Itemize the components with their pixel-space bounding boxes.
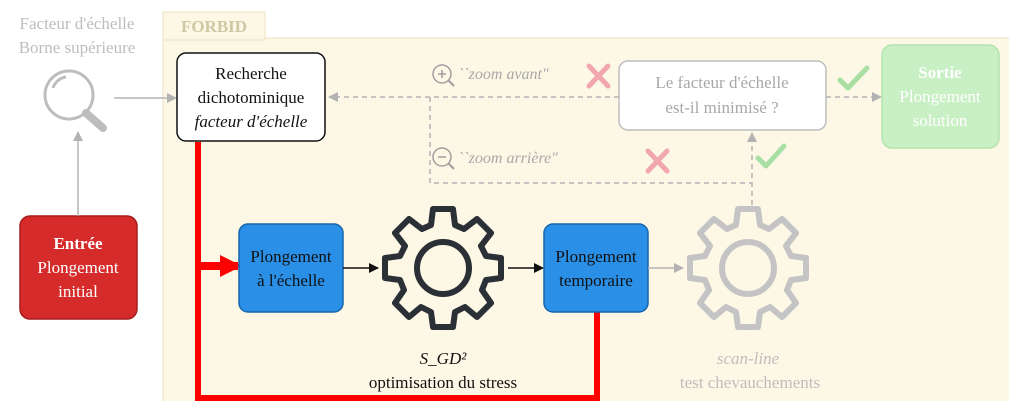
cross-icon-zoom-out [645, 148, 670, 174]
scaled-embedding-line2: à l'échelle [257, 271, 325, 290]
dashed-zoom-out-loop [429, 97, 752, 184]
upper-bound-label-line1: Facteur d'échelle [20, 14, 135, 33]
temporary-embedding-line1: Plongement [555, 247, 636, 266]
magnifier-icon [43, 69, 107, 132]
scanline-caption-line1: scan-line [717, 349, 780, 368]
search-line1: Recherche [215, 64, 287, 83]
gear-icon-stress [382, 206, 504, 330]
zoom-out-icon [432, 147, 455, 170]
zoom-in-label: ``zoom avant" [458, 66, 549, 83]
output-line2: solution [913, 111, 968, 130]
question-line2: est-il minimisé ? [665, 98, 778, 117]
scaled-embedding-box [238, 223, 344, 313]
temporary-embedding-line2: temporaire [559, 271, 633, 290]
output-title: Sortie [918, 63, 962, 82]
output-line1: Plongement [899, 87, 980, 106]
gear-icon-scanline [687, 206, 809, 330]
search-line3: facteur d'échelle [195, 112, 308, 131]
output-box [881, 44, 1000, 149]
upper-bound-label-line2: Borne supérieure [19, 38, 136, 57]
input-title: Entrée [53, 234, 103, 253]
dichotomic-search-box [176, 52, 326, 142]
search-line2: dichotominique [198, 88, 305, 107]
input-line2: initial [58, 282, 98, 301]
question-line1: Le facteur d'échelle [655, 73, 788, 92]
scaled-embedding-line1: Plongement [250, 247, 331, 266]
check-icon-output [837, 65, 870, 91]
temporary-embedding-box [543, 223, 649, 313]
check-icon-scanline [755, 143, 787, 169]
scanline-caption-line2: test chevauchements [680, 373, 820, 392]
minimized-question-box [618, 60, 827, 131]
sgd-caption-line2: optimisation du stress [369, 373, 517, 392]
input-line1: Plongement [37, 258, 118, 277]
zoom-out-label: ``zoom arrière" [458, 150, 558, 167]
zoom-in-icon [432, 64, 455, 87]
cross-icon-zoom-in [586, 63, 611, 89]
sgd-caption-line1: S_GD² [420, 349, 468, 368]
forbid-label-tab [162, 11, 266, 41]
forbid-label: FORBID [181, 17, 247, 36]
